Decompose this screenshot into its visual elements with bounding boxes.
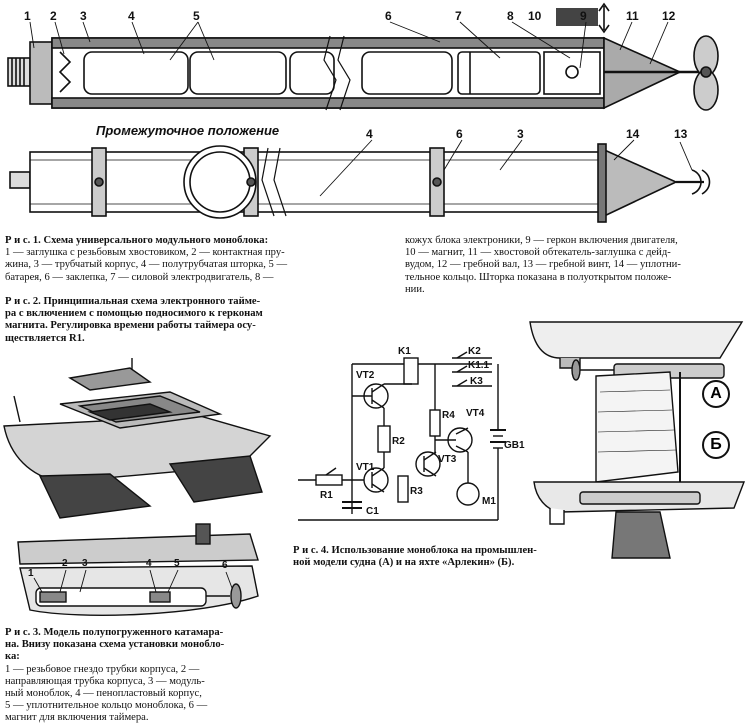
caption-fig2-line-1: Р и с. 2. Принципиальная схема электронн… xyxy=(5,296,261,307)
caption-fig1-line-1: 1 — заглушка с резьбовым хвостовиком, 2 … xyxy=(5,247,285,259)
fig3-num-4: 4 xyxy=(146,558,152,569)
badge-b: Б xyxy=(702,431,730,459)
badge-a: А xyxy=(702,380,730,408)
figure-3-installation-scheme: 1 2 3 4 5 6 xyxy=(17,523,259,616)
fig1-num-4: 4 xyxy=(128,9,135,23)
fig3-num-5: 5 xyxy=(174,558,180,569)
caption-fig3-line-1: Р и с. 3. Модель полупогруженного катама… xyxy=(5,627,224,638)
caption-fig3-line-7: 5 — уплотнительное кольцо моноблока, 6 — xyxy=(5,700,208,712)
caption-fig3-line-6: ный моноблок, 4 — пенопластовый корпус, xyxy=(5,688,202,700)
circuit-label-gb1: GB1 xyxy=(504,440,525,451)
fig1-bottom-num-3: 3 xyxy=(517,127,524,141)
caption-fig3-line-3: ка: xyxy=(5,651,20,663)
figure-4-yacht-b xyxy=(533,371,746,559)
figure-1-bottom-drawing: 4 6 3 14 13 xyxy=(9,127,711,223)
fig1-num-11: 11 xyxy=(626,9,639,23)
caption-fig1-line-7: тельное кольцо. Шторка показана в полуот… xyxy=(405,271,672,283)
caption-fig3: Р и с. 3. Модель полупогруженного катама… xyxy=(5,627,290,725)
caption-fig2-line-3: магнита. Регулировка времени работы тайм… xyxy=(5,320,256,332)
fig1-num-5: 5 xyxy=(193,9,200,23)
caption-fig1-line-5: 10 — магнит, 11 — хвостовой обтекатель-з… xyxy=(405,247,671,259)
fig1-num-8: 8 xyxy=(507,9,514,23)
fig1-num-2: 2 xyxy=(50,9,57,23)
figure-1-top-drawing: 1 2 3 4 5 6 7 8 9 10 11 12 xyxy=(7,2,719,111)
circuit-label-vt4: VT4 xyxy=(466,408,485,419)
fig1-num-7: 7 xyxy=(455,9,462,23)
caption-fig3-line-4: 1 — резьбовое гнездо трубки корпуса, 2 — xyxy=(5,663,200,675)
fig1-num-1: 1 xyxy=(24,9,31,23)
fig1-bottom-num-4: 4 xyxy=(366,127,373,141)
caption-fig3-line-2: на. Внизу показана схема установки моноб… xyxy=(5,639,225,651)
fig3-num-1: 1 xyxy=(28,568,34,579)
fig1-num-6: 6 xyxy=(385,9,392,23)
fig1-bottom-num-13: 13 xyxy=(674,127,688,141)
caption-fig4: Р и с. 4. Использование моноблока на про… xyxy=(293,545,593,569)
caption-fig3-line-8: магнит для включения таймера. xyxy=(5,712,149,724)
caption-fig1-line-8: нии. xyxy=(405,283,425,295)
figure-2-circuit: K1 K2 K1.1 K3 VT2 R4 VT4 R2 GB1 VT1 VT3 … xyxy=(298,346,525,521)
circuit-label-vt1: VT1 xyxy=(356,462,375,473)
intermediate-position-label: Промежуточное положение xyxy=(96,123,280,138)
circuit-label-r2: R2 xyxy=(392,436,405,447)
circuit-label-vt2: VT2 xyxy=(356,370,375,381)
fig1-num-3: 3 xyxy=(80,9,87,23)
circuit-label-k2: K2 xyxy=(468,346,481,357)
caption-fig4-line-1: Р и с. 4. Использование моноблока на про… xyxy=(293,545,537,556)
fig1-num-9: 9 xyxy=(580,9,587,23)
caption-fig1-line-4: кожух блока электроники, 9 — геркон вклю… xyxy=(405,235,678,246)
circuit-label-r1: R1 xyxy=(320,490,333,501)
caption-fig3-line-5: направляющая трубка корпуса, 3 — модуль- xyxy=(5,675,205,687)
circuit-label-k3: K3 xyxy=(470,376,483,387)
circuit-label-vt3: VT3 xyxy=(438,454,457,465)
fig1-bottom-num-14: 14 xyxy=(626,127,640,141)
caption-fig1-line-2: жина, 3 — трубчатый корпус, 4 — полутруб… xyxy=(5,259,288,271)
caption-fig1-title: Р и с. 1. Схема универсального модульног… xyxy=(5,235,269,246)
figure-3-catamaran xyxy=(3,358,272,519)
circuit-label-r4: R4 xyxy=(442,410,455,421)
fig1-bottom-num-6: 6 xyxy=(456,127,463,141)
fig1-num-10: 10 xyxy=(528,9,542,23)
caption-fig1-line-6: вудом, 12 — гребной вал, 13 — гребной ви… xyxy=(405,259,681,271)
circuit-label-m1: M1 xyxy=(482,496,496,507)
caption-fig2-line-4: ществляется R1. xyxy=(5,332,85,344)
caption-fig2: Р и с. 2. Принципиальная схема электронн… xyxy=(5,296,335,345)
caption-fig1-left: Р и с. 1. Схема универсального модульног… xyxy=(5,235,380,284)
caption-fig4-line-2: ной модели судна (А) и на яхте «Арлекин»… xyxy=(293,557,515,569)
fig3-num-2: 2 xyxy=(62,558,68,569)
circuit-label-r3: R3 xyxy=(410,486,423,497)
circuit-label-k1: K1 xyxy=(398,346,411,357)
caption-fig1-right: кожух блока электроники, 9 — геркон вклю… xyxy=(405,235,745,296)
caption-fig2-line-2: ра с включением с помощью подносимого к … xyxy=(5,308,263,320)
fig3-num-6: 6 xyxy=(222,560,228,571)
fig3-num-3: 3 xyxy=(82,558,88,569)
circuit-label-k1-1: K1.1 xyxy=(468,360,490,371)
fig1-num-12: 12 xyxy=(662,9,676,23)
caption-fig1-line-3: батарея, 6 — заклепка, 7 — силовой элект… xyxy=(5,271,274,283)
circuit-label-c1: C1 xyxy=(366,506,379,517)
